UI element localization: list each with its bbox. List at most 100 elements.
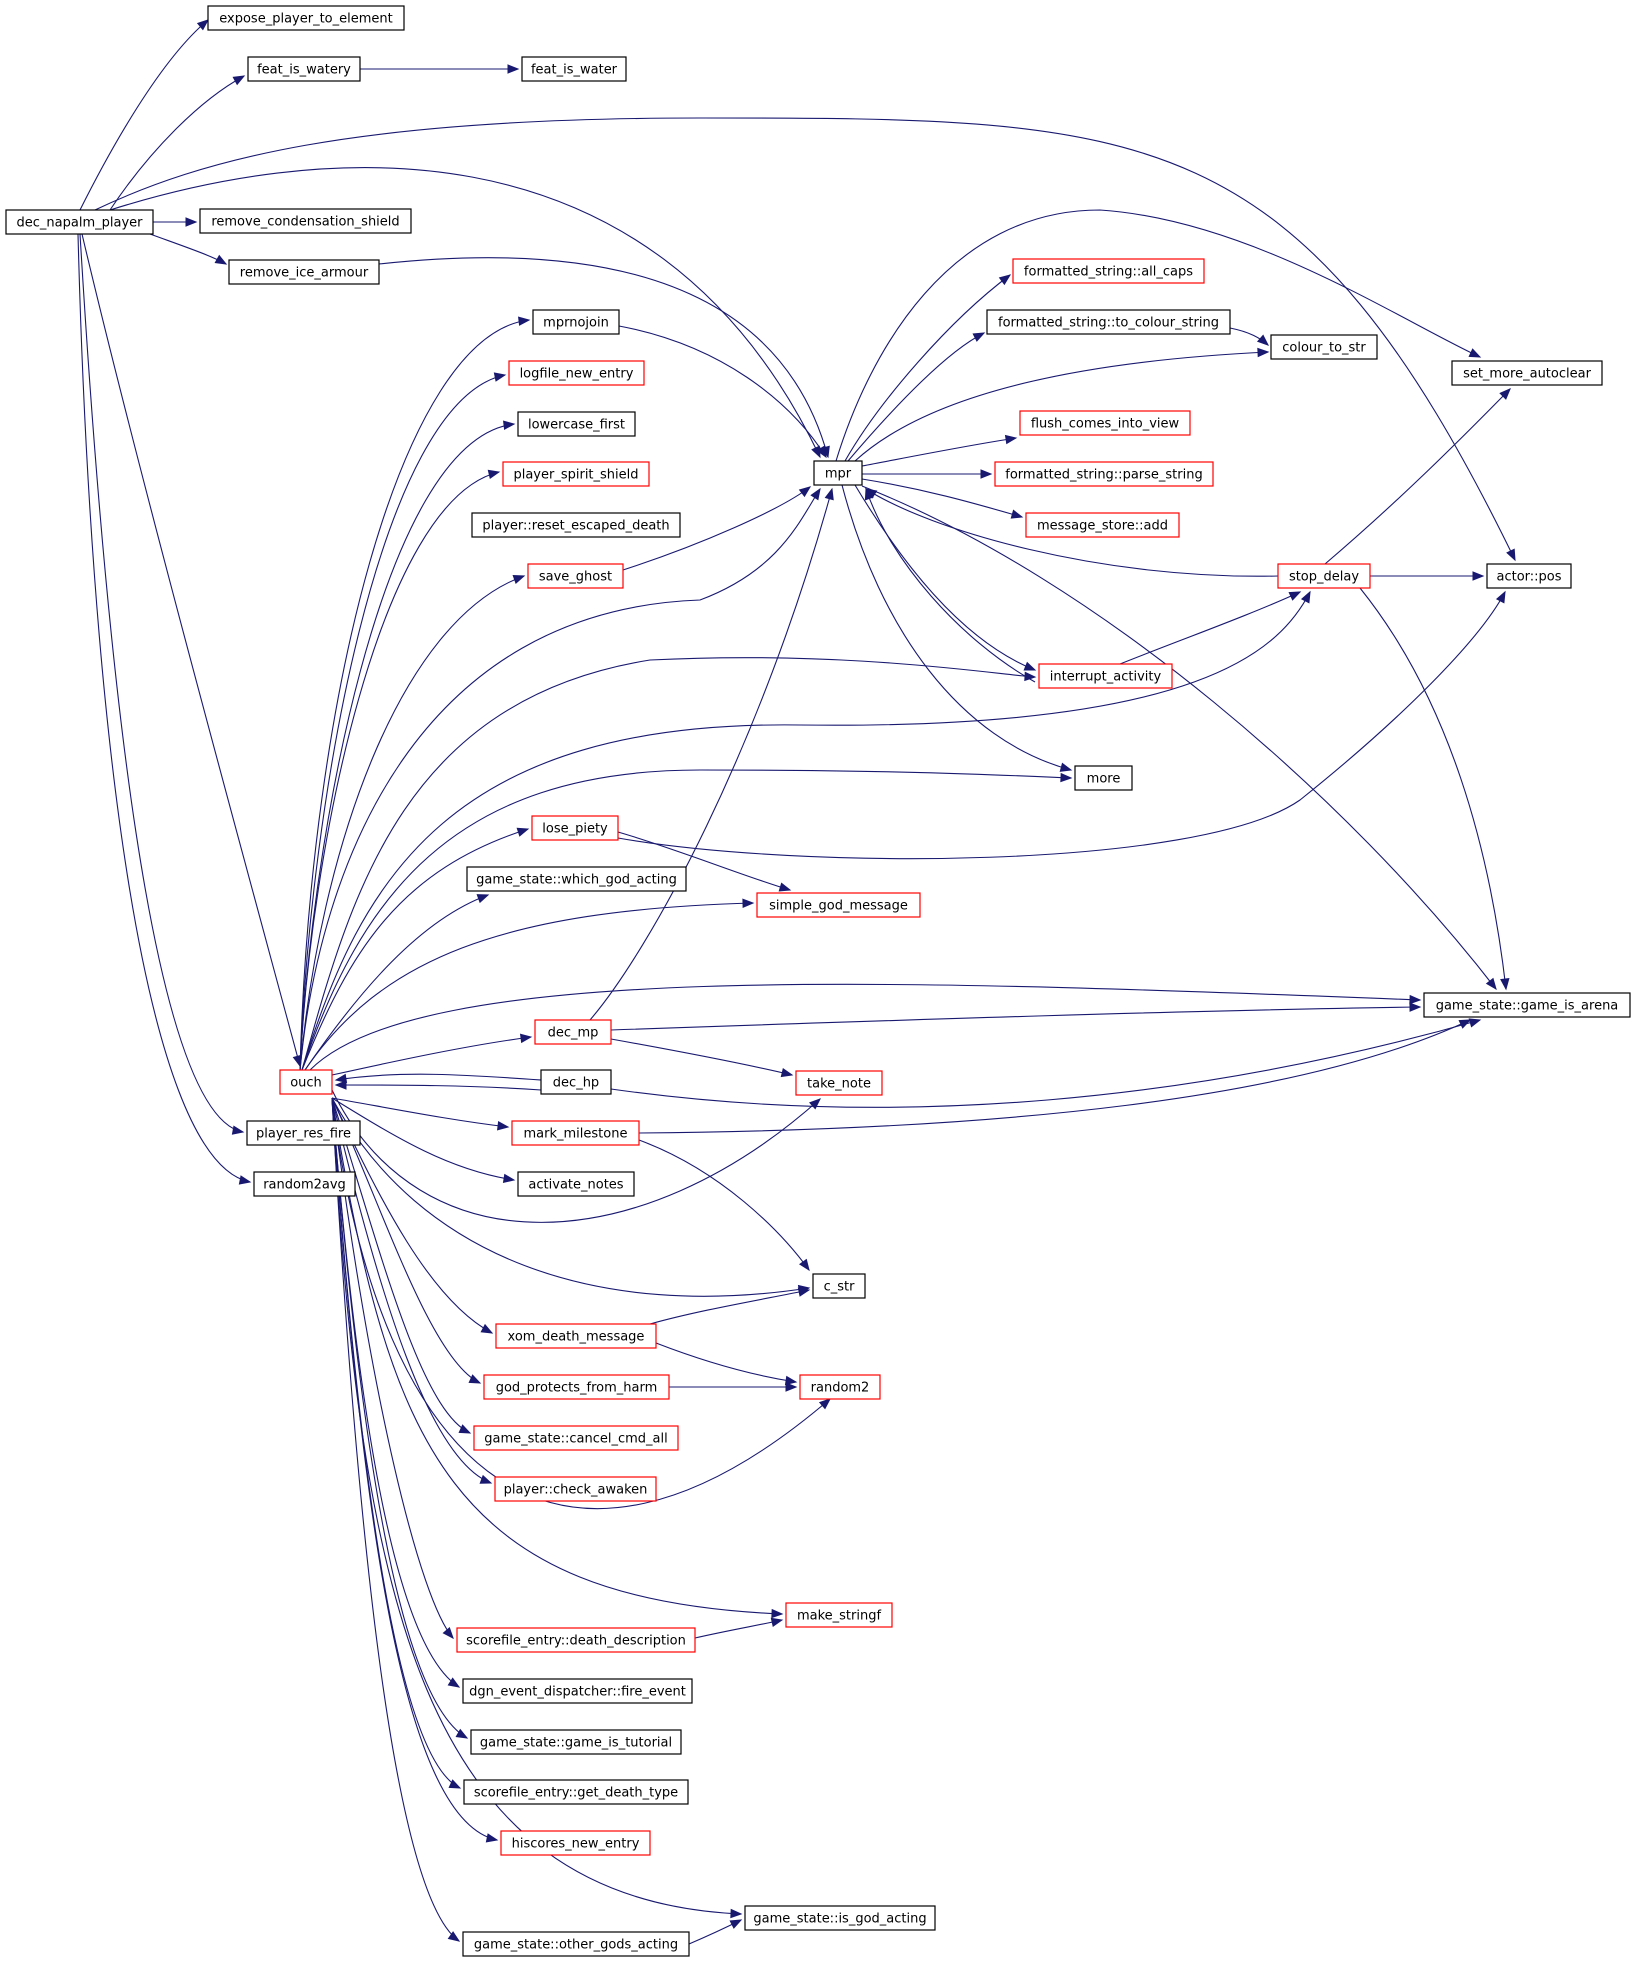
call-edge-to-gs_cancel_cmd_all [331,1097,472,1434]
node-xom-death-message[interactable]: xom_death_message [495,1323,657,1349]
node-dec-napalm-player[interactable]: dec_napalm_player [5,209,154,235]
edge-arrowhead [232,75,246,86]
node-random2avg[interactable]: random2avg [253,1171,356,1197]
node-box [517,1171,635,1197]
node-label: mprnojoin [543,316,609,331]
node-gs-cancel-cmd-all[interactable]: game_state::cancel_cmd_all [473,1425,679,1451]
node-label: save_ghost [539,570,612,585]
node-gs-which-god-acting[interactable]: game_state::which_god_acting [466,866,687,892]
node-box [247,56,361,82]
node-box [1012,258,1205,284]
node-remove-condensation-shield[interactable]: remove_condensation_shield [199,208,412,234]
edge-line [301,657,1036,1071]
node-gs-other-gods-acting[interactable]: game_state::other_gods_acting [462,1931,690,1957]
node-interrupt-activity[interactable]: interrupt_activity [1038,663,1173,689]
node-dec-mp[interactable]: dec_mp [534,1019,612,1045]
node-activate-notes[interactable]: activate_notes [517,1171,635,1197]
node-random2[interactable]: random2 [799,1374,881,1400]
node-label: dgn_event_dispatcher::fire_event [469,1685,686,1700]
node-fs-parse-string[interactable]: formatted_string::parse_string [994,461,1214,487]
node-remove-ice-armour[interactable]: remove_ice_armour [228,259,380,285]
node-box [540,1069,612,1095]
node-player-reset-escaped-death[interactable]: player::reset_escaped_death [471,512,681,538]
call-edge-to-gs_game_is_arena [1359,587,1510,991]
edge-line [301,591,1311,1071]
node-box [534,1019,612,1045]
node-god-protects-from-harm[interactable]: god_protects_from_harm [483,1374,670,1400]
node-gs-game-is-tutorial[interactable]: game_state::game_is_tutorial [470,1729,682,1755]
node-logfile-new-entry[interactable]: logfile_new_entry [508,360,645,386]
call-edge-to-c_str [638,1139,810,1272]
node-more[interactable]: more [1074,765,1133,791]
node-label: expose_player_to_element [219,12,392,27]
node-dgn-fire-event[interactable]: dgn_event_dispatcher::fire_event [462,1678,693,1704]
node-lowercase-first[interactable]: lowercase_first [517,411,636,437]
node-player-spirit-shield[interactable]: player_spirit_shield [502,461,650,487]
node-player-res-fire[interactable]: player_res_fire [246,1120,361,1146]
node-set-more-autoclear[interactable]: set_more_autoclear [1451,360,1603,386]
edge-arrowhead [972,332,986,342]
node-se-get-death-type[interactable]: scorefile_entry::get_death_type [463,1779,689,1805]
node-actor-pos[interactable]: actor::pos [1486,563,1572,589]
call-edge-to-remove_ice_armour [149,233,228,265]
node-box [1025,512,1180,538]
node-fs-all-caps[interactable]: formatted_string::all_caps [1012,258,1205,284]
edge-line [841,484,1072,771]
edge-line [865,488,1279,577]
edge-line [1359,587,1507,990]
edge-line [79,233,244,1133]
node-se-death-description[interactable]: scorefile_entry::death_description [456,1627,696,1653]
node-lose-piety[interactable]: lose_piety [531,815,619,841]
node-box [228,259,380,285]
node-save-ghost[interactable]: save_ghost [527,563,624,589]
edge-line [1324,388,1511,565]
node-gs-game-is-arena[interactable]: game_state::game_is_arena [1423,992,1631,1018]
node-feat-is-water[interactable]: feat_is_water [521,56,627,82]
node-stop-delay[interactable]: stop_delay [1277,563,1371,589]
node-box [462,1678,693,1704]
node-gs-is-god-acting[interactable]: game_state::is_god_acting [744,1905,936,1931]
node-ouch[interactable]: ouch [279,1069,333,1095]
call-edge-to-gs_is_god_acting [331,1097,743,1919]
node-c-str[interactable]: c_str [812,1273,866,1299]
edge-arrowhead [798,486,812,498]
edge-line [304,902,754,1071]
node-hiscores-new-entry[interactable]: hiscores_new_entry [500,1830,651,1856]
node-make-stringf[interactable]: make_stringf [785,1602,893,1628]
node-label: mpr [825,467,852,482]
node-player-check-awaken[interactable]: player::check_awaken [494,1476,657,1502]
node-box [1074,765,1133,791]
node-feat-is-watery[interactable]: feat_is_watery [247,56,361,82]
node-mpr[interactable]: mpr [813,460,863,486]
edge-line [610,1019,1481,1108]
node-message-store-add[interactable]: message_store::add [1025,512,1180,538]
node-label: mark_milestone [524,1127,628,1142]
node-mark-milestone[interactable]: mark_milestone [511,1120,640,1146]
node-label: game_state::other_gods_acting [474,1938,678,1953]
node-fs-to-colour-string[interactable]: formatted_string::to_colour_string [986,309,1231,335]
edge-line [847,332,985,462]
edge-line [861,437,1017,467]
node-take-note[interactable]: take_note [795,1070,883,1096]
node-box [1270,334,1378,360]
call-edge-to-more [301,769,1073,1071]
node-simple-god-message[interactable]: simple_god_message [756,892,921,918]
edge-line [335,1073,542,1081]
edge-arrowhead [1409,1002,1422,1012]
node-label: random2avg [263,1178,346,1193]
node-mprnojoin[interactable]: mprnojoin [532,309,620,335]
edge-line [331,1097,468,1739]
edge-line [331,1097,810,1297]
edge-arrowhead [196,19,210,31]
node-expose-player-to-element[interactable]: expose_player_to_element [207,5,405,31]
edge-arrowhead [785,1382,798,1392]
edge-arrowhead [1458,1019,1472,1029]
node-flush-comes-into-view[interactable]: flush_comes_into_view [1019,410,1191,436]
node-label: take_note [807,1077,871,1092]
node-colour-to-str[interactable]: colour_to_str [1270,334,1378,360]
node-dec-hp[interactable]: dec_hp [540,1069,612,1095]
node-box [279,1069,333,1095]
call-edge-to-gs_other_gods_acting [331,1097,461,1942]
call-edge-to-c_str [649,1287,811,1325]
node-label: player::check_awaken [504,1483,648,1498]
